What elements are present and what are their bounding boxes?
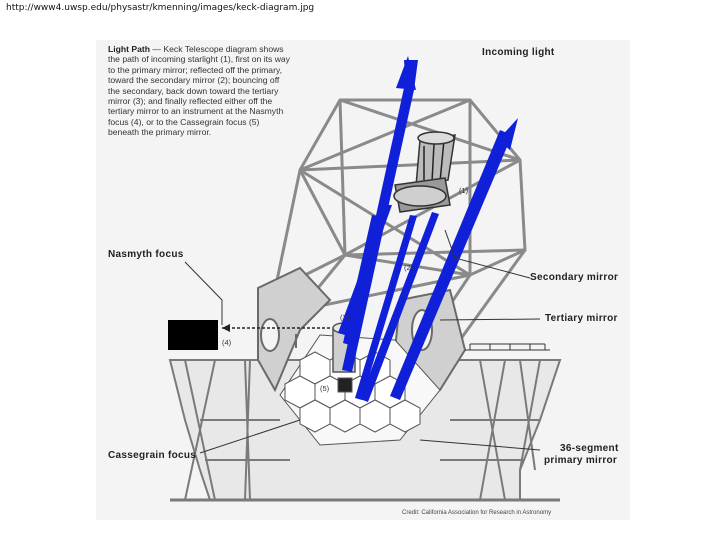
reflected-beam-b [355, 215, 417, 400]
label-secondary-mirror: Secondary mirror [530, 272, 619, 283]
label-incoming-light: Incoming light [482, 47, 555, 58]
marker-2: (2) [404, 263, 414, 272]
incoming-arrow-right [498, 118, 518, 150]
marker-4: (4) [222, 338, 232, 347]
incoming-beam-right [390, 130, 512, 400]
leader-lines [184, 229, 541, 454]
platform-rail [465, 343, 550, 351]
light-beams [338, 56, 518, 402]
nasmyth-instrument [168, 320, 330, 350]
telescope-truss [273, 98, 527, 341]
marker-3: (3) [340, 313, 350, 322]
label-cassegrain-focus: Cassegrain focus [108, 450, 197, 461]
caption-title: Light Path [108, 44, 151, 54]
marker-5: (5) [320, 384, 330, 393]
marker-1: (1) [459, 186, 469, 195]
label-nasmyth-focus: Nasmyth focus [108, 249, 184, 260]
caption-text: — Keck Telescope diagram shows the path … [108, 44, 290, 138]
image-credit: Credit: California Association for Resea… [402, 510, 552, 516]
reflected-beam-d [343, 215, 379, 345]
secondary-mirror-assembly [393, 131, 456, 213]
label-primary-mirror-line2: primary mirror [544, 455, 618, 466]
label-primary-mirror-line1: 36-segment [560, 443, 619, 454]
label-tertiary-mirror: Tertiary mirror [545, 313, 618, 324]
diagram-caption: Light Path — Keck Telescope diagram show… [108, 44, 290, 138]
reflected-beam-c [360, 212, 439, 402]
image-url: http://www4.uwsp.edu/physastr/kmenning/i… [6, 3, 315, 13]
